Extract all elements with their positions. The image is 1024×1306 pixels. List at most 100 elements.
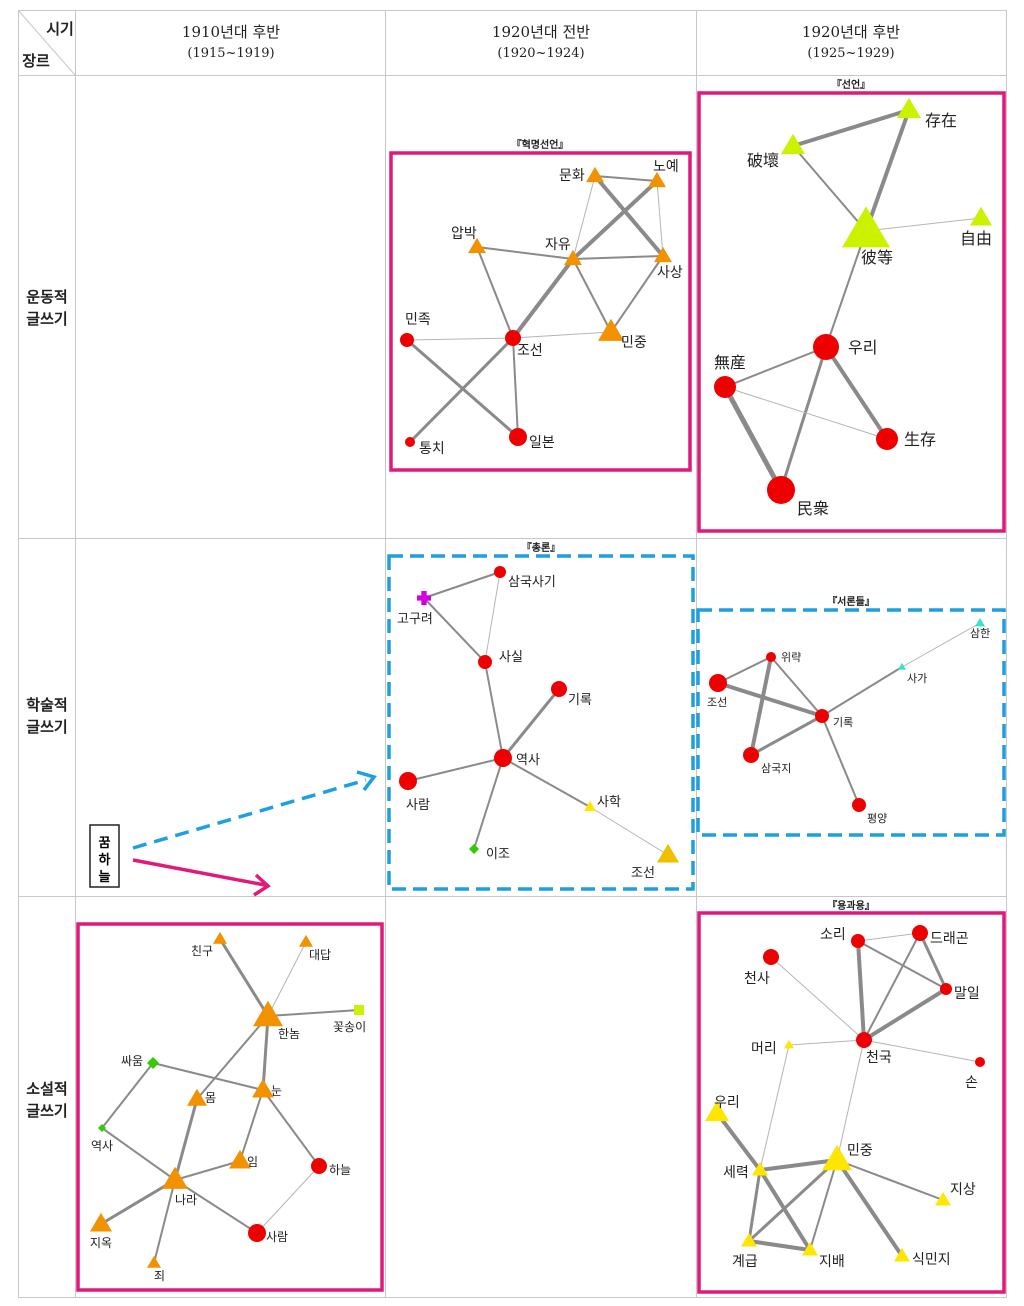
node-sori [851,934,865,948]
node-minjok [400,333,414,347]
edge-meori-seryeok [759,1044,790,1171]
edge-samgukji-girok4 [750,714,823,757]
edge-jayu-joseon [511,257,575,340]
node-label-jonjae: 存在 [925,111,957,130]
node-label-chingu: 친구 [191,944,213,958]
edge-wiryak-samgukji [749,656,773,756]
edge-yeoksa5-nara [101,1127,176,1181]
node-jayu [564,249,582,266]
edge-ssaum-yeoksa5 [101,1062,154,1129]
period-range-3: (1925~1929) [807,46,894,61]
node-label-samguksagi: 삼국사기 [508,575,556,590]
node-label-dragon: 드래곤 [930,931,969,947]
edge-jonjae-pideung [864,109,911,232]
node-label-gyegeup: 계급 [732,1254,758,1270]
title-hyeokmyeong: 『혁명선언』 [512,138,569,151]
node-label-uri6: 우리 [714,1095,740,1111]
node-son [975,1057,985,1067]
edge-kkotsong-hannom [267,1009,360,1017]
node-sikminji [894,1247,910,1262]
row-label-fiction-1: 소설적 [26,1080,67,1098]
node-nun [252,1078,274,1098]
node-label-ilbon: 일본 [529,435,555,451]
node-saram5 [248,1224,266,1242]
edge-munhwa-jayu [572,175,596,260]
edge-nara-jiok [100,1178,176,1226]
node-saengjon [876,428,898,450]
node-minjung [598,318,624,341]
edge-ssaum-nun [152,1062,264,1091]
edge-joseon-ilbon [512,337,519,438]
node-jayu2 [970,206,992,226]
node-label-pagoe: 破壞 [747,151,779,170]
edge-haneul-saram5 [256,1165,320,1234]
edge-sasil-yeoksa [484,661,504,759]
edge-musan-minjung2 [722,385,784,492]
legend-char-3: 늘 [99,870,111,885]
edge-samguksagi-sasil [484,571,501,663]
edge-sori-mal [857,940,947,990]
title-seorondeul: 『서론들』 [827,595,875,608]
edge-wiryak-girok4 [770,656,823,717]
edge-uri-musan [724,346,827,388]
node-label-joe: 죄 [154,1269,165,1283]
node-label-jiok: 지옥 [90,1236,112,1250]
node-joseon [505,330,521,346]
node-label-kkotsong: 꽃송이 [333,1020,366,1034]
node-label-minjung6: 민중 [847,1143,873,1159]
node-label-joseon: 조선 [517,343,543,359]
node-label-wiryak: 위략 [781,651,801,664]
node-label-goguryeo: 고구려 [397,612,433,627]
edge-cheonguk-son [863,1039,981,1063]
title-seoneon: 『선언』 [832,78,870,91]
node-label-girok4: 기록 [833,716,853,729]
node-im [229,1149,251,1169]
corner-diagonal [17,9,76,76]
node-label-jayu2: 自由 [960,229,992,248]
edge-minjung6-gyegeup [747,1158,839,1243]
edge-sori-cheonguk [856,940,866,1041]
node-label-seryeok: 세력 [723,1165,749,1181]
node-wiryak [766,652,776,662]
node-samguksagi [494,566,506,578]
edge-meori-cheonguk [788,1039,865,1046]
edge-minjung6-jibae [809,1159,838,1251]
node-munhwa [586,166,604,183]
node-label-sahak: 사학 [597,795,621,810]
edge-jayu-minjung [572,258,612,333]
node-label-minjung: 민중 [621,335,647,351]
node-label-nara: 나라 [175,1193,197,1207]
row-label-academic-2: 글쓰기 [26,718,67,736]
title-chongnon: 『총론』 [522,541,560,554]
node-label-yeoksa: 역사 [516,753,540,768]
node-ijo [469,844,479,854]
node-label-yeoksa5: 역사 [91,1139,113,1153]
node-label-samhan: 삼한 [970,627,990,640]
node-label-mal: 말일 [954,986,980,1002]
node-label-pideung: 彼等 [861,248,893,267]
network-seorondeul-edges [717,622,981,806]
edge-girok4-pyeongyang [821,715,860,806]
node-label-jisang: 지상 [950,1182,976,1198]
network-frames [76,91,1006,1294]
node-label-nun: 눈 [271,1084,282,1098]
node-label-cheonguk: 천국 [866,1050,892,1066]
edge-cheonguk-minjung6 [836,1039,865,1161]
node-jonjae [897,97,921,119]
edge-apbak-jayu [476,246,574,260]
node-label-haneul: 하늘 [329,1163,351,1177]
edge-munhwa-sasang [593,174,665,258]
node-haneul [311,1158,327,1174]
node-jibae [802,1241,818,1256]
period-range-2: (1920~1924) [497,46,584,61]
network-seoneon-edges [722,108,982,492]
node-girok4 [815,709,829,723]
network-hyeokmyeong-edges [406,174,665,444]
arrow-to-kkumhaneul-network [132,858,266,887]
node-samgukji [743,747,759,763]
node-label-apbak: 압박 [451,226,477,242]
